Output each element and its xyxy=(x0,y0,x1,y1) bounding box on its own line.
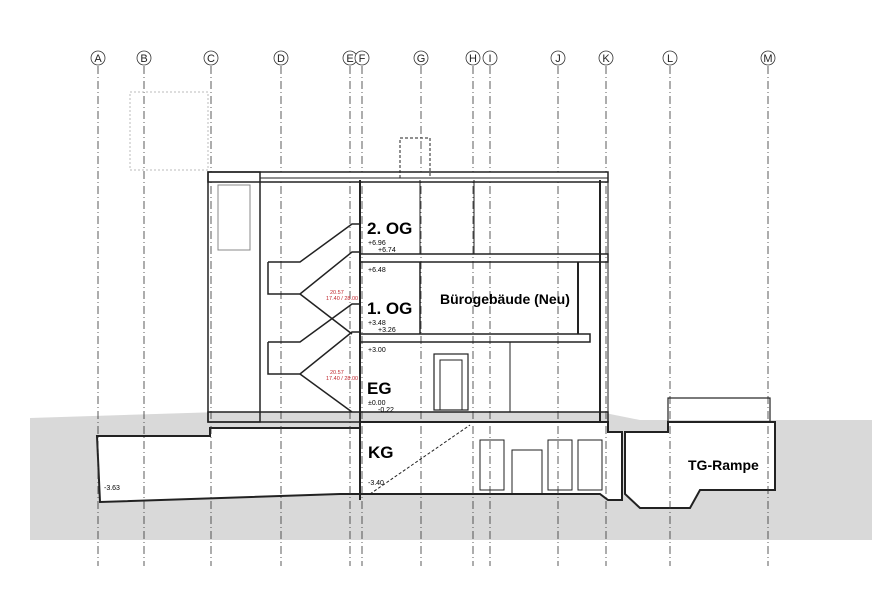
axis-bubble-m xyxy=(760,50,776,66)
elevation-eg-top: ±0.00 xyxy=(368,400,386,407)
axis-bubble-g xyxy=(413,50,429,66)
axis-label-e: E xyxy=(346,53,353,65)
building-structure xyxy=(129,91,771,500)
elevation-og1-low: +3.00 xyxy=(368,347,386,354)
axis-label-m: M xyxy=(763,53,772,65)
elevation-og2-low: +6.48 xyxy=(368,267,386,274)
axis-label-c: C xyxy=(207,53,215,65)
stair-note-upper-b: 17.40 / 28.00 xyxy=(326,296,358,302)
floor-label-1og: 1. OG xyxy=(367,299,412,318)
axis-label-a: A xyxy=(94,53,102,65)
elevation-kg: -3.40 xyxy=(368,480,384,487)
floor-label-kg: KG xyxy=(368,443,394,462)
axis-bubble-b xyxy=(136,50,152,66)
axis-label-d: D xyxy=(277,53,285,65)
axis-label-f: F xyxy=(359,53,366,65)
stair-note-lower-b: 17.40 / 28.00 xyxy=(326,376,358,382)
stair-note-lower-a: 20.57 xyxy=(330,370,344,376)
room-label-ramp: TG-Rampe xyxy=(688,457,759,473)
axis-bubble-h xyxy=(465,50,481,66)
elevation-og1-top: +3.48 xyxy=(368,320,386,327)
axis-label-g: G xyxy=(417,53,426,65)
axis-label-j: J xyxy=(555,53,561,65)
elevation-og2-mid: +6.74 xyxy=(378,247,396,254)
axis-label-l: L xyxy=(667,53,673,65)
axis-bubble-j xyxy=(550,50,566,66)
axis-label-k: K xyxy=(602,53,610,65)
axis-bubble-a xyxy=(90,50,106,66)
ramp-void xyxy=(624,421,776,509)
elevation-basement: -3.63 xyxy=(104,485,120,492)
axis-bubble-k xyxy=(598,50,614,66)
room-label-main: Bürogebäude (Neu) xyxy=(440,291,570,307)
stair-note-upper-a: 20.57 xyxy=(330,290,344,296)
axis-label-i: I xyxy=(488,53,491,65)
axis-bubble-i xyxy=(482,50,498,66)
axis-bubble-l xyxy=(662,50,678,66)
axis-label-h: H xyxy=(469,53,477,65)
floor-label-eg: EG xyxy=(367,379,392,398)
axis-bubble-f xyxy=(354,50,370,66)
axis-bubble-d xyxy=(273,50,289,66)
axis-label-b: B xyxy=(140,53,147,65)
floor-label-2og: 2. OG xyxy=(367,219,412,238)
elevation-eg-low: -0.22 xyxy=(378,407,394,414)
elevation-og1-mid: +3.26 xyxy=(378,327,396,334)
elevation-og2-top: +6.96 xyxy=(368,240,386,247)
axis-bubble-c xyxy=(203,50,219,66)
